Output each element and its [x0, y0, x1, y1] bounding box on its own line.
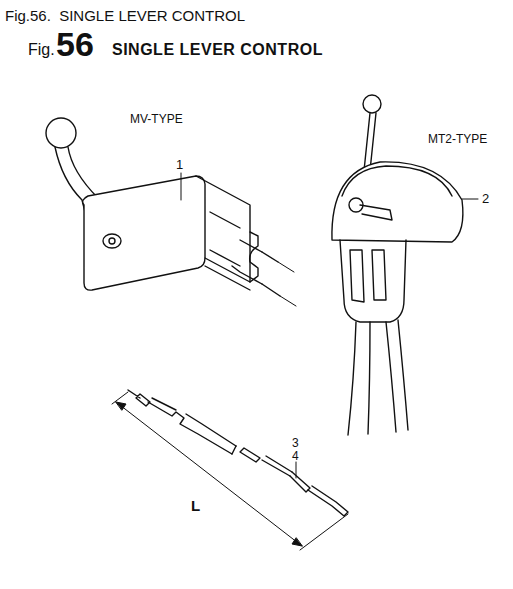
leader-lines	[181, 173, 478, 478]
dimension-line	[112, 392, 348, 550]
type-label: MT2-TYPE	[428, 133, 487, 145]
figure-number: 56	[56, 27, 94, 61]
page-title: Fig.56. SINGLE LEVER CONTROL	[5, 8, 245, 23]
fig-prefix: Fig.	[28, 42, 55, 58]
figure-heading: SINGLE LEVER CONTROL	[112, 42, 323, 58]
type-label: MV-TYPE	[130, 113, 183, 125]
control-cable	[128, 390, 348, 516]
callout-number: 2	[482, 192, 489, 205]
callout-number: 3	[292, 437, 299, 449]
mt2-type-control	[332, 95, 463, 435]
mv-type-control	[46, 118, 296, 306]
dimension-label: L	[191, 498, 200, 513]
callout-number: 4	[292, 450, 299, 462]
callout-number: 1	[176, 158, 183, 171]
